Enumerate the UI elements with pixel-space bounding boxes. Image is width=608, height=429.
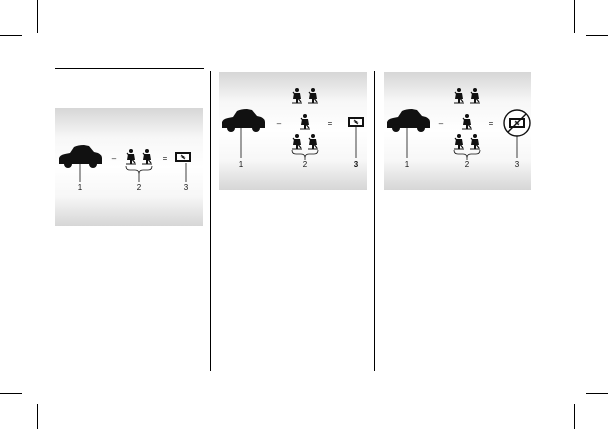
airbag-indicator-icon (175, 152, 191, 162)
equals-operator: = (163, 154, 168, 163)
crop-mark (37, 0, 38, 33)
callout-2: 2 (465, 160, 470, 169)
figure-2: – = 1 2 3 (219, 72, 367, 190)
figure-background (219, 72, 367, 190)
airbag-off-indicator-icon (503, 109, 531, 137)
crop-mark (586, 393, 608, 394)
callout-3: 3 (184, 183, 189, 192)
equals-operator: = (489, 119, 494, 128)
callout-3: 3 (354, 160, 359, 169)
figure-3: – = 1 2 3 (384, 72, 531, 190)
figure-background (55, 108, 203, 226)
callout-2: 2 (137, 183, 142, 192)
minus-operator: – (439, 119, 444, 128)
crop-mark (574, 0, 575, 33)
column-separator (374, 71, 375, 371)
crop-mark (0, 35, 22, 36)
airbag-indicator-icon (348, 117, 364, 127)
minus-operator: – (277, 119, 282, 128)
callout-3: 3 (515, 160, 520, 169)
header-rule (55, 68, 204, 69)
crop-mark (37, 404, 38, 429)
callout-1: 1 (239, 160, 244, 169)
crop-mark (586, 35, 608, 36)
callout-1: 1 (405, 160, 410, 169)
crop-mark (574, 404, 575, 429)
column-separator (210, 71, 211, 371)
figure-1: – = 1 2 3 (55, 108, 203, 226)
crop-mark (0, 393, 22, 394)
minus-operator: – (112, 154, 117, 163)
callout-1: 1 (78, 183, 83, 192)
equals-operator: = (328, 119, 333, 128)
callout-2: 2 (303, 160, 308, 169)
